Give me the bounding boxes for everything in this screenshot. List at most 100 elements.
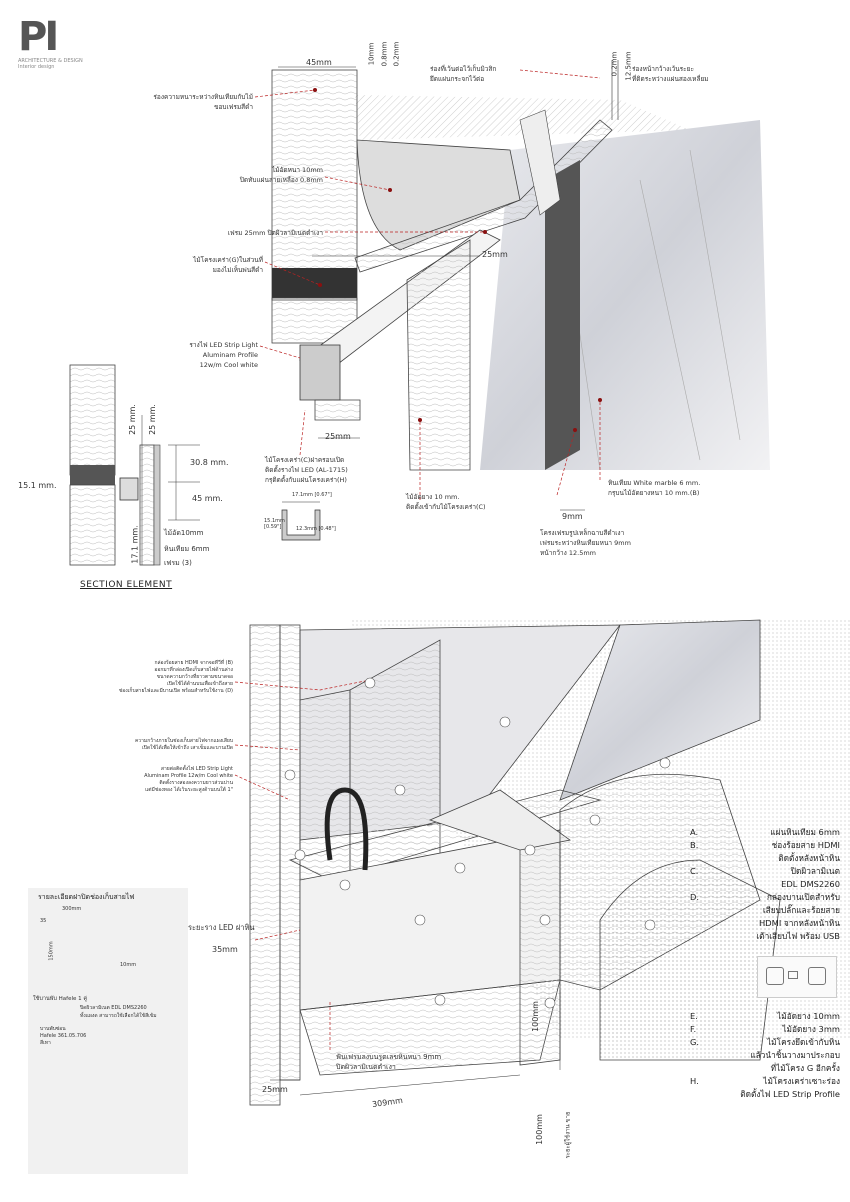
note-plywood-l1: ไม้อัดหนา 10mm	[271, 166, 323, 174]
legend-text: ไม้อัดยาง 10mm	[777, 1011, 840, 1021]
socket-outlet-icon	[766, 967, 784, 985]
note-gap-l1: ร่องหน้ากว้างเว้นระยะ	[632, 65, 694, 73]
legend-text: แล้วนำชิ้นวางมาประกอบ	[750, 1050, 840, 1060]
legend-key	[690, 1049, 712, 1062]
dim-25mm-b: 25mm	[262, 1085, 288, 1094]
dim-02mm-b: 0.2mm	[610, 51, 619, 77]
profile-h-inch: [0.59"]	[264, 524, 282, 530]
panel-lam-l2: ทั้งแผงด สามารถใช้เลือกได้ใช้สีเข้ม	[80, 1013, 157, 1019]
sec-dim-171: 17.1 mm.	[130, 525, 140, 564]
legend-key: G.	[690, 1037, 700, 1047]
note-led-rail-l1: รางไฟ LED Strip Light	[189, 341, 258, 349]
profile-w2-val: 12.3mm	[296, 526, 317, 532]
legend-text: เสียบปลั๊กและร้อยสาย	[762, 905, 840, 915]
note-steel-frame-l1: โครงเฟรมรูปเหล็กฉาบสีดำเงา	[540, 529, 625, 537]
legend-row: A.แผ่นหินเทียม 6mm	[690, 826, 840, 839]
note-led-distance: ระยะราง LED ฝาหิน	[188, 923, 255, 932]
dim-100mm-a: 100mm	[530, 1001, 540, 1032]
note-led-install-l2: Aluminam Profile 12w/m Cool white	[144, 773, 233, 779]
legend-text: ที่ไม้โครง G อีกครั้ง	[770, 1063, 840, 1073]
dim-25mm-bottom: 25mm	[325, 432, 351, 441]
sec-dim-25b: 25 mm.	[147, 404, 157, 435]
legend-key: B.	[690, 840, 699, 850]
panel-h150: 150mm	[48, 941, 55, 961]
note-led-install-l3: ติดตั้งรางสองลงความยาวส่วนบ่าน	[159, 780, 233, 786]
note-gap-l2: ที่ติดระหว่างแผ่นสองเหลี่ยม	[632, 75, 709, 83]
panel-w35: 35	[40, 918, 47, 924]
note-slot-l2: ยึดแผ่นกระจกไว้ต่อ	[430, 75, 485, 83]
panel-hinge-l2: Hafele 361.05.706	[40, 1033, 87, 1039]
legend-row: C. ปิดผิวลามิเนต	[690, 865, 840, 878]
note-plywood-l2: ปิดทับแผ่นลายเหลือง 0.8mm	[239, 176, 323, 184]
note-led-rail-l2: Aluminam Profile	[202, 351, 258, 359]
panel-w10: 10mm	[120, 962, 137, 968]
panel-hinge-l3: สีเทา	[40, 1040, 51, 1046]
legend-row: เต้าเสียบไฟ พร้อม USB	[690, 930, 840, 943]
note-hdmi-l3: ขนาดความกว้างที่ยาวตามขนาดจอ	[156, 674, 233, 680]
legend-row: แล้วนำชิ้นวางมาประกอบ	[690, 1049, 840, 1062]
panel-hinge-note: ใช้บานพับ Hafele 1 คู่	[33, 996, 88, 1002]
legend-text: ไม้อัดยาง 3mm	[782, 1024, 840, 1034]
legend-key	[690, 852, 712, 865]
note-plywood-10-l1: ไม้อัดยาง 10 mm.	[406, 493, 460, 501]
note-cable-space: ความกว้างภายในช่องเก็บสายไฟจากแผงเสียบเป…	[100, 738, 233, 752]
legend-text: HDMI จากหลังหน้าหิน	[759, 918, 840, 928]
note-structure-g: ไม้โครงเคร่า(G)ในส่วนที่มองไม่เห็นพ่นสีด…	[150, 255, 263, 275]
note-plywood-10: ไม้อัดยาง 10 mm. ติดตั้งเข้ากับไม้โครงเคร…	[406, 492, 516, 512]
legend-text: ติดตั้งหลังหน้าหิน	[778, 853, 840, 863]
sec-dim-151: 15.1 mm.	[18, 481, 57, 490]
legend-row: ติดตั้งหลังหน้าหิน	[690, 852, 840, 865]
note-structure-c: ไม้โครงเคร่า(C)ฝาครอบเปิดติดตั้งรางไฟ LE…	[265, 455, 395, 485]
note-groove: ร่องความหนาระหว่างหินเทียมกับไม้ขอบเฟรมส…	[150, 92, 253, 112]
profile-w1-inch: [0.67"]	[314, 492, 332, 498]
logo: PI	[18, 14, 59, 60]
logo-sub2: Interior design	[18, 64, 55, 70]
legend-row: เสียบปลั๊กและร้อยสาย	[690, 904, 840, 917]
note-steel-frame-l3: หน้ากว้าง 12.5mm	[540, 549, 596, 557]
top-perspective	[254, 60, 770, 511]
profile-w2-inch: [0.48"]	[318, 526, 336, 532]
legend-key: E.	[690, 1011, 698, 1021]
note-hdmi-box: กล่องร้อยสาย HDMI จากจอทีวีที่ (B)ออกมาท…	[100, 660, 233, 695]
legend-row: F. ไม้อัดยาง 3mm	[690, 1023, 840, 1036]
note-hdmi-l1: กล่องร้อยสาย HDMI จากจอทีวีที่ (B)	[154, 660, 233, 666]
note-cable-l2: เปิดใช้ได้เพื่อให้เข้าถึง เสาเข็มและบานเ…	[142, 745, 233, 751]
sec-label-2: หินเทียม 6mm	[164, 545, 210, 553]
legend-key: A.	[690, 827, 699, 837]
note-structure-c-l3: กรุติดตั้งกับแผ่นโครงเคร่า(H)	[265, 476, 347, 484]
legend-key	[690, 878, 712, 891]
legend-key: F.	[690, 1024, 697, 1034]
note-structure-c-l2: ติดตั้งรางไฟ LED (AL-1715)	[265, 466, 348, 474]
legend-key	[690, 1088, 712, 1101]
note-led-install-l1: สายต่อติดตั้งไฟ LED Strip Light	[160, 766, 233, 772]
note-marble-l2: กรุบนไม้อัดยางหนา 10 mm.(B)	[608, 489, 700, 497]
legend-text: ติดตั้งไฟ LED Strip Profile	[740, 1089, 840, 1099]
note-frame-bottom-l2: ปิดผิวลามิเนตดำเงา	[336, 1063, 396, 1071]
legend-row: H.ไม้โครงเคร่าเซาะร่อง	[690, 1075, 840, 1088]
profile-w1-val: 17.1mm	[292, 492, 313, 498]
socket-icon	[757, 956, 837, 998]
legend-text: ปิดผิวลามิเนต	[790, 866, 840, 876]
note-hdmi-l5: ช่องเก็บสายไฟและมีบานเปิด พร้อมสำหรับใช้…	[118, 688, 233, 694]
note-steel-frame-l2: เฟรมระหว่างหินเทียมหนา 9mm	[540, 539, 631, 547]
dim-02mm-a: 0.2mm	[392, 41, 401, 67]
note-steel-frame: โครงเฟรมรูปเหล็กฉาบสีดำเงาเฟรมระหว่างหิน…	[540, 528, 690, 558]
note-hdmi-l2: ออกมาที่กล่องเปิดเก็บสายไฟด้านล่าง	[154, 667, 233, 673]
legend-text: กล่องบานเปิดสำหรับ	[766, 892, 840, 902]
note-plywood-10-l2: ติดตั้งเข้ากับไม้โครงเคร่า(C)	[406, 503, 486, 511]
legend-key	[690, 930, 712, 943]
note-user-clearance: ระยะผู้ใช้งาน ขาย	[564, 1111, 572, 1159]
panel-w300: 300mm	[62, 906, 82, 912]
note-groove-l2: ขอบเฟรมสีดำ	[214, 103, 253, 111]
logo-sub1: ARCHITECTURE & DESIGN	[18, 58, 83, 64]
legend-key	[690, 917, 712, 930]
legend-row: EDL DMS2260	[690, 878, 840, 891]
legend-row: HDMI จากหลังหน้าหิน	[690, 917, 840, 930]
legend-key: C.	[690, 866, 699, 876]
